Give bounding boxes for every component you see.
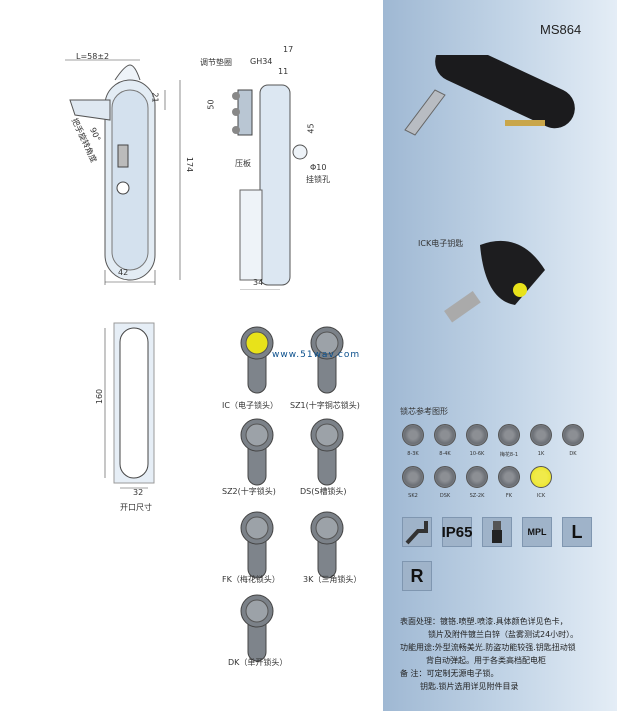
ref-shape-sk2: SK2 xyxy=(402,466,424,499)
ref-shape-label: DK xyxy=(569,451,577,457)
feature-badge-4: L xyxy=(562,517,592,547)
ref-shape-label: ICK xyxy=(536,493,546,499)
lock-cylinder-2 xyxy=(240,417,274,491)
ref-shape-10-6k: 10-6K xyxy=(466,424,488,457)
cylinder-label: SZ1(十字铜芯锁头) xyxy=(290,401,360,410)
dim-50: 50 xyxy=(206,99,216,110)
ref-shape-label: 1K xyxy=(537,451,545,457)
hole-label: 挂锁孔 xyxy=(306,175,330,184)
badge-text: MPL xyxy=(527,527,547,537)
lock-cylinder-6 xyxy=(240,593,274,667)
ref-shape-1k: 1K xyxy=(530,424,552,457)
side-view-drawing xyxy=(232,84,308,290)
dim-34: 34 xyxy=(253,278,264,287)
front-view-drawing xyxy=(65,59,181,285)
feature-badge-3: MPL xyxy=(522,517,552,547)
cylinder-label: SZ2(十字锁头) xyxy=(222,487,276,496)
cylinder-label: DK（单开锁头） xyxy=(228,658,288,667)
hole-diameter: Φ10 xyxy=(310,163,327,172)
lock-cylinder-0 xyxy=(240,325,274,399)
dim-45: 45 xyxy=(306,123,316,134)
lock-cylinder-1 xyxy=(310,325,344,399)
dim-L: L=58±2 xyxy=(76,52,110,61)
ref-shape-梅花8-1: 梅花8-1 xyxy=(498,424,520,458)
dim-174: 174 xyxy=(185,156,195,173)
badge-text: IP65 xyxy=(441,523,473,541)
cutout-label: 开口尺寸 xyxy=(120,503,152,512)
description-line: 钥匙.锁片选用详见附件目录 xyxy=(420,682,519,691)
lock-cylinder-3 xyxy=(310,417,344,491)
ref-shape-label: FK xyxy=(505,493,513,499)
dim-gh: GH34 xyxy=(250,57,273,66)
ref-shape-label: 梅花8-1 xyxy=(499,452,519,458)
ref-shape-dk: DK xyxy=(562,424,584,457)
ref-shape-dsk: DSK xyxy=(434,466,456,499)
ref-shape-sz-2k: SZ-2K xyxy=(466,466,488,499)
lock-cylinder-4 xyxy=(240,510,274,584)
ref-title: 锁芯参考图形 xyxy=(400,407,448,416)
ref-shape-label: 8-4K xyxy=(439,451,451,457)
ref-shape-label: DSK xyxy=(439,493,451,499)
cylinder-label: FK（梅花锁头） xyxy=(222,575,280,584)
ref-shape-label: SZ-2K xyxy=(469,493,485,499)
dim-21: 21 xyxy=(150,92,160,103)
ref-shape-8-3k: 8-3K xyxy=(402,424,424,457)
cut-32: 32 xyxy=(133,488,144,497)
ref-shape-label: SK2 xyxy=(408,493,418,499)
cut-160: 160 xyxy=(95,388,105,405)
lock-cylinder-5 xyxy=(310,510,344,584)
product-photo xyxy=(404,55,575,136)
dim-11: 11 xyxy=(278,67,289,76)
dim-17: 17 xyxy=(283,45,294,54)
feature-badge-5: R xyxy=(402,561,432,591)
ref-shape-label: 8-3K xyxy=(407,451,419,457)
ref-shape-label: 10-6K xyxy=(469,451,485,457)
electronic-key-photo xyxy=(444,240,545,323)
dim-42: 42 xyxy=(118,268,129,277)
description-line: 锁片及附件镀兰白锌（盐雾测试24小时）。 xyxy=(428,630,579,639)
cutout-drawing xyxy=(104,322,155,489)
description-line: 背自动弹起。用于各类高档配电柜 xyxy=(426,656,546,665)
ref-shape-8-4k: 8-4K xyxy=(434,424,456,457)
description-line: 表面处理：镀铬.喷塑.喷漆.具体颜色详见色卡， xyxy=(400,617,568,626)
cylinder-label: 3K（三角锁头） xyxy=(303,575,362,584)
description-line: 备 注：可定制无源电子锁。 xyxy=(400,669,499,678)
cylinder-label: DS(S槽锁头) xyxy=(300,487,347,496)
cylinder-label: IC（电子锁头） xyxy=(222,401,278,410)
gasket-label: 调节垫圈 xyxy=(200,58,232,67)
badge-text: R xyxy=(410,565,424,586)
ref-shape-ick: ICK xyxy=(530,466,552,499)
badge-text: L xyxy=(571,521,583,542)
ref-shape-fk: FK xyxy=(498,466,520,499)
watermark: www.51wav.com xyxy=(272,350,361,360)
feature-badge-1: IP65 xyxy=(442,517,472,547)
feature-badge-0 xyxy=(402,517,432,547)
description-line: 功能用途:外型流畅美光.防盗功能较强.钥匙扭动锁 xyxy=(400,643,576,652)
plate-label: 压板 xyxy=(235,159,251,168)
feature-badge-2 xyxy=(482,517,512,547)
ick-label: ICK电子钥匙 xyxy=(418,239,464,248)
model-number: MS864 xyxy=(540,22,582,37)
